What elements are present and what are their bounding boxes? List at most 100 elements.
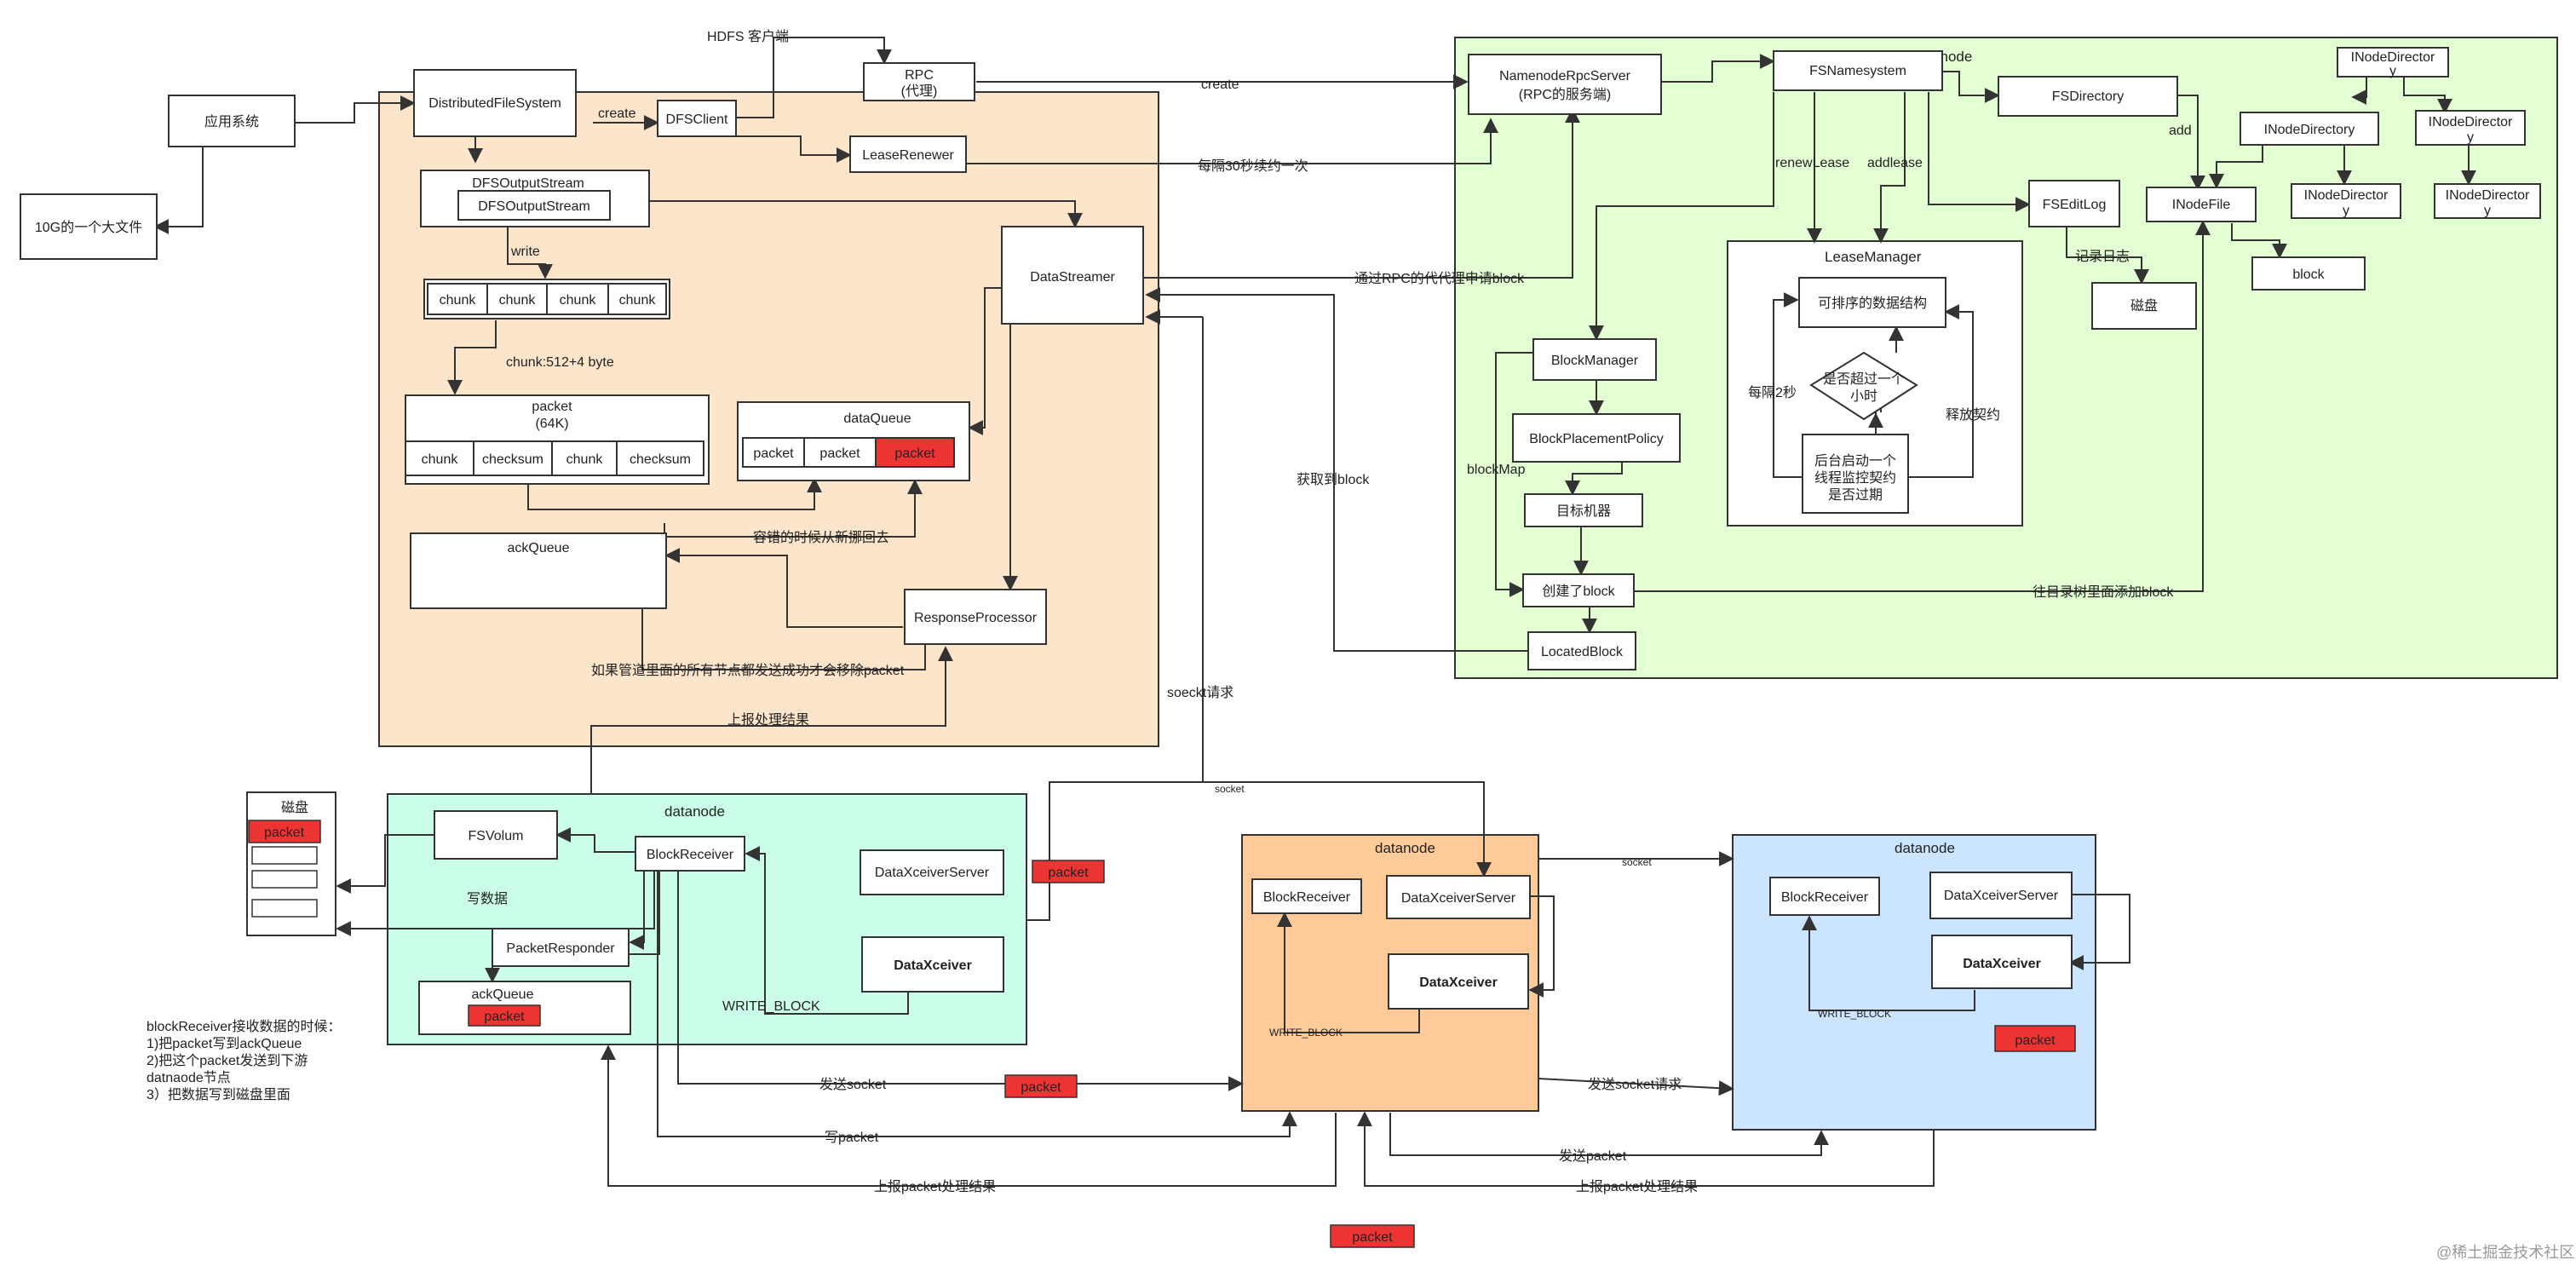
- packet-cell: [473, 440, 553, 476]
- block-placement-policy-label: BlockPlacementPolicy: [1529, 432, 1663, 446]
- edge-write-data: [336, 869, 655, 936]
- edge-label-add-lease: addlease: [1867, 156, 1923, 170]
- dn2-xceiver-server-box: [1386, 875, 1531, 919]
- dn3-xceiver-label: DataXceiver: [1963, 957, 2041, 971]
- edge-report-packet-1: [601, 1044, 1337, 1187]
- disk-slot: [251, 846, 318, 865]
- datanode2-title: datanode: [1375, 840, 1435, 856]
- data-queue-cell: [742, 437, 805, 468]
- edge-report-result: [590, 646, 953, 794]
- dfs-label: DistributedFileSystem: [428, 96, 561, 111]
- located-block-label: LocatedBlock: [1541, 645, 1624, 659]
- dfs-output-stream-inner-box: [457, 190, 611, 221]
- inode-dir-top-label-2: y: [2389, 64, 2396, 78]
- edge-client-to-lease: [736, 135, 852, 163]
- inode-dir-sub2-label-1: INodeDirector: [2446, 188, 2530, 203]
- edge-fsvolum-to-disk: [336, 834, 434, 894]
- bg-thread-label-1: 后台启动一个: [1814, 453, 1896, 469]
- block-label: block: [2292, 268, 2325, 282]
- edge-add-lease: [1873, 92, 1906, 244]
- inode-dir-right-label-2: y: [2467, 130, 2474, 145]
- block-manager-box: [1532, 338, 1657, 381]
- edge-label-get-block: 获取到block: [1297, 472, 1370, 487]
- dfs-output-stream-outer-label: DFSOutputStream: [472, 176, 584, 191]
- inode-dir-mid-label: INodeDirectory: [2264, 123, 2355, 137]
- pkt-dn3: [1994, 1025, 2076, 1052]
- dn1-ack-packet: [468, 1004, 541, 1027]
- edge-get-block: [1145, 287, 1528, 652]
- edge-label-socket-request: soeckt请求: [1167, 685, 1233, 700]
- edge-label-chunk-size: chunk:512+4 byte: [506, 355, 614, 370]
- edge-fault-tolerance: [664, 479, 923, 538]
- dn1-ack-queue-label: ackQueue: [472, 987, 534, 1002]
- pkt-near-dn1-label: packet: [1048, 866, 1089, 880]
- edge-label-release-lease: 释放契约: [1946, 407, 2000, 423]
- disk-packet-label: packet: [264, 826, 305, 840]
- target-machine-label: 目标机器: [1556, 504, 1611, 519]
- edge-write-packet: [657, 871, 1297, 1137]
- dn1-fsvolum-label: FSVolum: [469, 829, 524, 843]
- dn2-xceiver-box: [1388, 953, 1529, 1010]
- block-box: [2251, 256, 2366, 291]
- fs-directory-label: FSDirectory: [2052, 89, 2124, 104]
- edge-release-lease: [1908, 304, 1974, 478]
- edge-label-create-1: create: [598, 106, 636, 121]
- edge-label-block-map: blockMap: [1467, 463, 1526, 477]
- big-file-box: [20, 193, 158, 260]
- rpc-label-1: RPC: [905, 68, 934, 83]
- dn1-xceiver-label: DataXceiver: [894, 958, 972, 973]
- data-streamer-label: DataStreamer: [1030, 270, 1115, 285]
- packet-cell-label: chunk: [566, 452, 604, 467]
- packet-cell: [616, 440, 704, 476]
- edge-namesystem-to-editlog: [1928, 92, 2031, 212]
- dn1-ack-packet-label: packet: [484, 1010, 525, 1024]
- edge-label-apply-block: 通过RPC的代代理申请block: [1354, 271, 1525, 286]
- bg-thread-label-3: 是否过期: [1828, 487, 1883, 503]
- edge-app-to-dfs: [295, 95, 416, 124]
- data-queue-cell-label: packet: [819, 446, 860, 461]
- nn-rpc-server-label-2: (RPC的服务端): [1519, 87, 1611, 102]
- disk-slot: [251, 899, 318, 918]
- edge-app-to-file: [153, 147, 204, 234]
- disk-title: 磁盘: [281, 799, 308, 815]
- inode-dir-sub2-label-2: y: [2484, 204, 2491, 218]
- edge-label-write-data: 写数据: [467, 891, 508, 906]
- edge-label-remove-packet: 如果管道里面的所有节点都发送成功才会移除packet: [591, 663, 905, 678]
- dn2-block-receiver-label: BlockReceiver: [1263, 890, 1351, 905]
- data-queue-cell-label: packet: [894, 446, 935, 461]
- dfs-client-label: DFSClient: [666, 112, 728, 127]
- edge-label-hdfs-client: HDFS 客户端: [707, 29, 789, 44]
- bg-thread-label-2: 线程监控契约: [1814, 470, 1896, 486]
- created-block-label: 创建了block: [1542, 584, 1615, 599]
- nn-rpc-server-label-1: NamenodeRpcServer: [1499, 69, 1631, 83]
- edge-add-to-tree: [1634, 220, 2211, 592]
- edge-outstream-to-streamer: [649, 200, 1083, 228]
- fs-edit-log-box: [2028, 180, 2120, 227]
- note-line-5: 3）把数据写到磁盘里面: [147, 1086, 290, 1102]
- inode-file-label: INodeFile: [2172, 198, 2231, 212]
- data-streamer-box: [1001, 226, 1144, 325]
- edge-label-report-packet-2: 上报packet处理结果: [1576, 1179, 1698, 1194]
- edge-label-report-packet-1: 上报packet处理结果: [874, 1179, 996, 1194]
- edge-report-packet-2: [1357, 1111, 1935, 1187]
- packet-cell-label: chunk: [422, 452, 459, 467]
- note-line-2: 1)把packet写到ackQueue: [147, 1036, 302, 1051]
- edge-label-send-socket: 发送socket: [819, 1077, 887, 1092]
- edge-label-write: write: [510, 245, 540, 259]
- dn2-xceiver-label: DataXceiver: [1419, 975, 1498, 990]
- data-queue-label: dataQueue: [843, 411, 911, 426]
- block-placement-policy-box: [1512, 413, 1681, 463]
- sortable-structure-box: [1798, 277, 1946, 328]
- packet-cell-label: checksum: [630, 452, 691, 467]
- lease-renewer-box: [849, 135, 967, 173]
- edge-namesystem-to-blockmgr: [1589, 92, 1774, 341]
- edge-inodedir-top-to-right: [2403, 75, 2452, 114]
- block-manager-label: BlockManager: [1551, 354, 1639, 368]
- dn1-xceiver-server-label: DataXceiverServer: [875, 866, 990, 880]
- data-queue-cell-red: [875, 437, 955, 468]
- fs-namesystem-box: [1773, 50, 1943, 91]
- dn3-block-receiver-box: [1769, 877, 1880, 916]
- ack-queue-label: ackQueue: [508, 541, 570, 555]
- packet-cell: [405, 440, 474, 476]
- edge-editlog-to-disk: [2066, 225, 2149, 285]
